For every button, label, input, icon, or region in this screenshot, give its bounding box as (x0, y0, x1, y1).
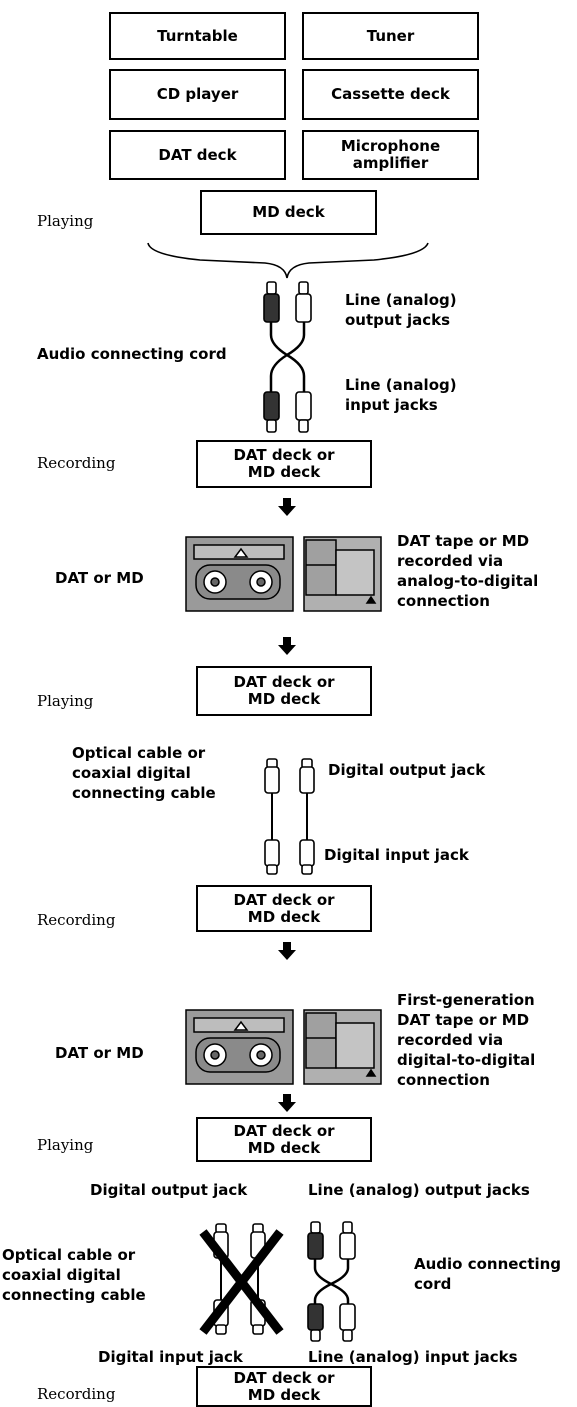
analog-cord-2 (307, 1221, 356, 1342)
rca-plug-top-left-body (263, 293, 280, 323)
cassette-deck-label: Cassette deck (331, 85, 450, 103)
recording-label-2: Recording (37, 911, 116, 929)
cross-line-b (199, 1229, 284, 1335)
playing-label-2: Playing (37, 692, 94, 710)
rca-plug-top-right (298, 281, 309, 295)
dat-cassette-1 (185, 536, 294, 612)
recording-label-3: Recording (37, 1385, 116, 1403)
rca-plug-top-left (266, 281, 277, 295)
md-deck-box: MD deck (200, 190, 377, 235)
digital-input-jack-label: Digital input jack (324, 846, 469, 864)
line-input-jacks-label: Line (analog)input jacks (345, 376, 457, 414)
stage3-digital-input-label: Digital input jack (98, 1348, 243, 1366)
amplifier-label: amplifier (352, 154, 429, 172)
rca-plug-bottom-left (266, 419, 277, 433)
cassette-deck-box: Cassette deck (302, 69, 479, 120)
dat-cassette-2 (185, 1009, 294, 1085)
recording-label-1: Recording (37, 454, 116, 472)
dat-deck-label: DAT deck (158, 145, 237, 164)
cd-player-box: CD player (109, 69, 286, 120)
turntable-label: Turntable (157, 26, 238, 45)
crossed-digital-cables (199, 1223, 284, 1335)
md-deck-label: MD deck (252, 203, 325, 221)
grouping-brace (147, 242, 429, 279)
minidisc-1 (303, 536, 382, 612)
dat-or-md-label-2: DAT or MD (55, 1044, 144, 1062)
playing-label-1: Playing (37, 212, 94, 230)
playing-label-3: Playing (37, 1136, 94, 1154)
stage3-digital-output-label: Digital output jack (90, 1181, 248, 1199)
stage3-line-input-label: Line (analog) input jacks (308, 1348, 518, 1366)
cord-wire-a (269, 322, 290, 392)
rca-plug-top-right-body (295, 293, 312, 323)
line-output-jacks-label: Line (analog)output jacks (345, 291, 457, 329)
rca-plug-bottom-right-body (295, 391, 312, 421)
digital-cable (264, 758, 315, 875)
rca-plug-bottom-left-body (263, 391, 280, 421)
dat-deck-box: DAT deck (109, 130, 286, 180)
dat-or-md-label-1: DAT or MD (55, 569, 144, 587)
tuner-box: Tuner (302, 12, 479, 60)
cord-wire-b (284, 322, 306, 392)
analog-cord-1 (263, 281, 312, 433)
digital-output-jack-label: Digital output jack (328, 761, 486, 779)
audio-connecting-cord-label: Audio connecting cord (37, 345, 227, 363)
stage3-line-output-label: Line (analog) output jacks (308, 1181, 530, 1199)
minidisc-2 (303, 1009, 382, 1085)
cd-player-label: CD player (156, 85, 239, 103)
microphone-label: Microphone (340, 137, 441, 155)
turntable-box: Turntable (109, 12, 286, 60)
rca-plug-bottom-right (298, 419, 309, 433)
tuner-label: Tuner (366, 26, 415, 45)
